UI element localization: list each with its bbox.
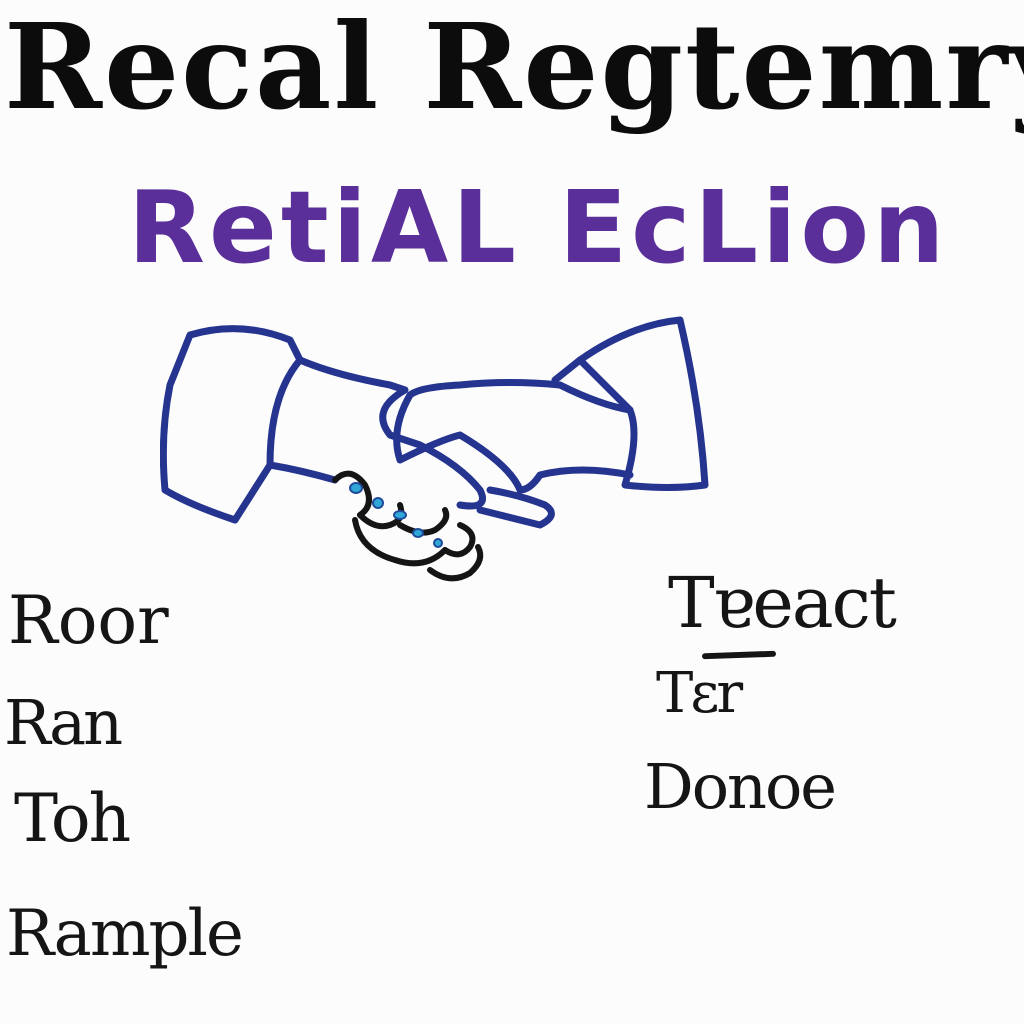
right-word: Tɛr: [656, 661, 743, 726]
right-cuff: [576, 316, 709, 491]
subtitle: RetiAL EcLion: [128, 169, 949, 286]
left-cuff: [160, 325, 304, 524]
left-word: Toh: [14, 780, 131, 857]
left-word: Roor: [8, 582, 169, 659]
left-hand: [296, 356, 486, 510]
left-word: Rample: [6, 897, 244, 971]
left-word: Ran: [4, 686, 123, 759]
underline-stroke: [701, 650, 777, 660]
right-word: Tɐeact: [668, 562, 897, 644]
right-word: Donoe: [644, 750, 837, 823]
interlocked-fingers: [332, 470, 484, 582]
right-hand: [393, 379, 564, 494]
title: Recal Regtemry: [4, 0, 1024, 136]
handshake-icon: [160, 316, 709, 582]
